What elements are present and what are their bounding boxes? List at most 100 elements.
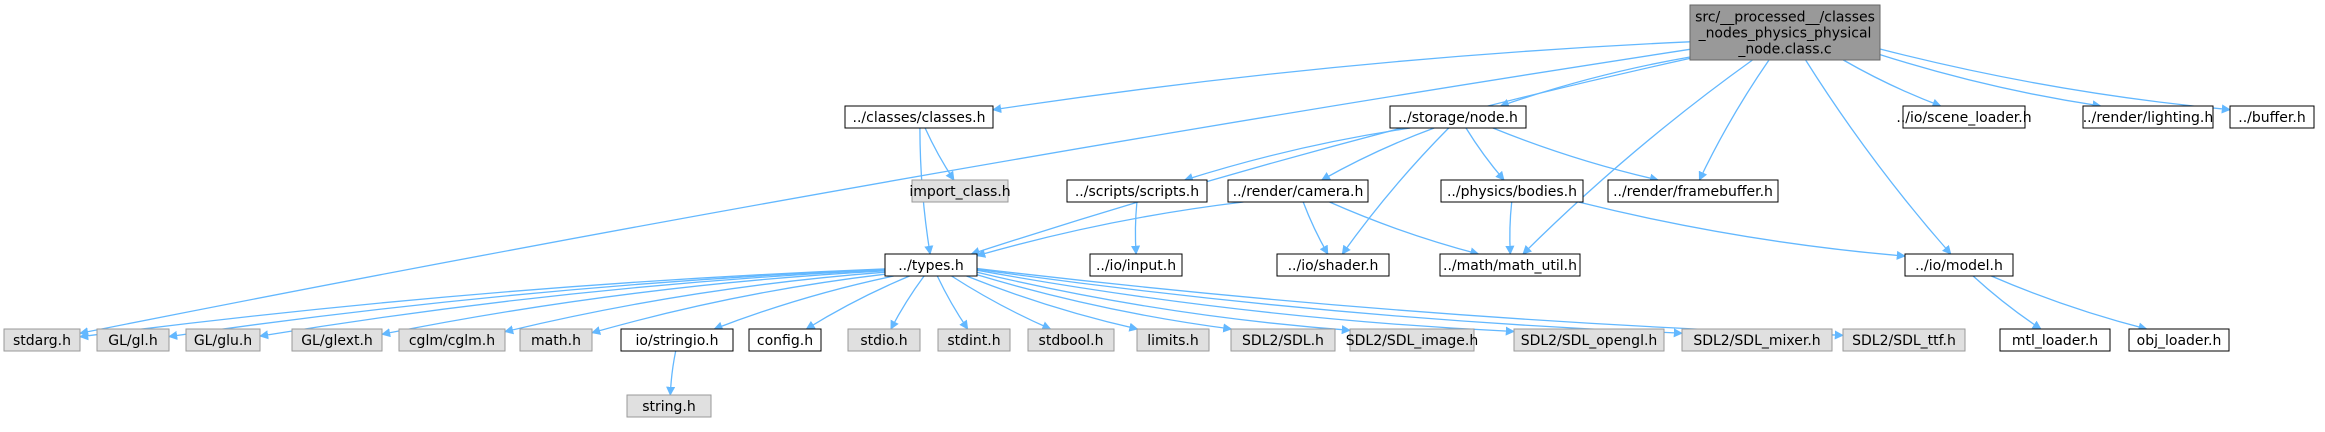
node-label: limits.h [1147, 333, 1198, 349]
header-node-sdl2-sdl-h[interactable]: SDL2/SDL.h [1230, 328, 1336, 352]
node-label: SDL2/SDL_opengl.h [1521, 333, 1658, 349]
include-edge-root-to-classes [992, 41, 1691, 114]
node-label: ../physics/bodies.h [1447, 184, 1577, 200]
node-box [1439, 253, 1581, 277]
include-edge-model-to-obj_loader [1991, 275, 2148, 332]
node-box [2229, 105, 2315, 129]
include-edge-types-to-stdbool [951, 275, 1052, 330]
include-edge-types-to-stdarg [79, 268, 886, 341]
node-label: io/stringio.h [636, 333, 719, 349]
node-box [1389, 105, 1527, 129]
header-node-classes-classes-h[interactable]: ../classes/classes.h [844, 105, 994, 129]
header-node-render-camera-h[interactable]: ../render/camera.h [1227, 179, 1369, 203]
node-label: SDL2/SDL_mixer.h [1693, 333, 1820, 349]
node-box [1842, 328, 1966, 352]
node-label: ../io/scene_loader.h [1896, 110, 2031, 126]
header-node-io-scene-loader-h[interactable]: ../io/scene_loader.h [1896, 105, 2032, 129]
include-edge-root-to-types [970, 57, 1691, 256]
header-node-render-lighting-h[interactable]: ../render/lighting.h [2082, 105, 2214, 129]
include-edge-types-to-limits [966, 275, 1139, 332]
header-node-gl-gl-h[interactable]: GL/gl.h [96, 328, 170, 352]
include-edge-root-to-node [1499, 56, 1691, 108]
header-node-io-stringio-h[interactable]: io/stringio.h [620, 328, 734, 352]
node-box [626, 394, 712, 418]
header-node-types-h[interactable]: ../types.h [884, 253, 978, 277]
node-label: config.h [757, 333, 813, 349]
header-node-stdio-h[interactable]: stdio.h [847, 328, 921, 352]
root-file-node[interactable]: src/__processed__/classes_nodes_physics_… [1689, 4, 1881, 61]
include-edge-types-to-config [805, 275, 910, 330]
include-edge-types-to-sdl_mixer [976, 268, 1683, 338]
header-node-obj-loader-h[interactable]: obj_loader.h [2128, 328, 2230, 352]
node-box [3, 328, 81, 352]
header-node-string-h[interactable]: string.h [626, 394, 712, 418]
node-label: stdio.h [860, 333, 907, 349]
header-node-physics-bodies-h[interactable]: ../physics/bodies.h [1440, 179, 1584, 203]
node-box [2128, 328, 2230, 352]
node-label: stdarg.h [13, 333, 71, 349]
header-node-scripts-scripts-h[interactable]: ../scripts/scripts.h [1066, 179, 1208, 203]
include-edge-types-to-cglm [504, 271, 886, 335]
node-label: ../scripts/scripts.h [1075, 184, 1199, 200]
node-label: string.h [642, 399, 696, 415]
header-node-gl-glu-h[interactable]: GL/glu.h [185, 328, 261, 352]
header-node-config-h[interactable]: config.h [748, 328, 822, 352]
header-node-gl-glext-h[interactable]: GL/glext.h [291, 328, 383, 352]
header-node-io-shader-h[interactable]: ../io/shader.h [1276, 253, 1390, 277]
node-box [1440, 179, 1584, 203]
header-node-stdarg-h[interactable]: stdarg.h [3, 328, 81, 352]
include-edge-camera-to-types [976, 201, 1244, 258]
node-box [1027, 328, 1115, 352]
include-edge-types-to-sdl [976, 274, 1233, 333]
header-node-sdl2-sdl-ttf-h[interactable]: SDL2/SDL_ttf.h [1842, 328, 1966, 352]
header-node-stdint-h[interactable]: stdint.h [937, 328, 1011, 352]
include-edge-root-to-lighting [1879, 53, 2102, 110]
node-box [185, 328, 261, 352]
header-node-mtl-loader-h[interactable]: mtl_loader.h [1999, 328, 2111, 352]
include-edge-bodies-to-math_util [1505, 201, 1515, 255]
include-edge-classes-to-import_class [924, 127, 955, 181]
node-box [1999, 328, 2111, 352]
node-label: math.h [531, 333, 581, 349]
node-label: import_class.h [909, 184, 1010, 200]
include-edge-types-to-glext [381, 270, 886, 338]
node-label: ../storage/node.h [1398, 110, 1518, 126]
node-label: SDL2/SDL_image.h [1346, 333, 1479, 349]
node-label: SDL2/SDL_ttf.h [1852, 333, 1956, 349]
node-label: stdbool.h [1039, 333, 1104, 349]
header-node-sdl2-sdl-image-h[interactable]: SDL2/SDL_image.h [1346, 328, 1479, 352]
header-node-render-framebuffer-h[interactable]: ../render/framebuffer.h [1607, 179, 1779, 203]
header-node-limits-h[interactable]: limits.h [1136, 328, 1210, 352]
include-edge-bodies-to-model [1578, 201, 1906, 260]
node-box [937, 328, 1011, 352]
header-node-storage-node-h[interactable]: ../storage/node.h [1389, 105, 1527, 129]
node-box [1902, 105, 2026, 129]
include-edge-types-to-stringio [713, 275, 894, 331]
header-node-sdl2-sdl-mixer-h[interactable]: SDL2/SDL_mixer.h [1681, 328, 1833, 352]
node-label: SDL2/SDL.h [1242, 333, 1324, 349]
header-node-buffer-h[interactable]: ../buffer.h [2229, 105, 2315, 129]
include-edge-scripts-to-input [1131, 201, 1141, 255]
header-node-cglm-cglm-h[interactable]: cglm/cglm.h [398, 328, 506, 352]
node-box [1136, 328, 1210, 352]
header-node-io-input-h[interactable]: ../io/input.h [1089, 253, 1183, 277]
include-edge-model-to-mtl_loader [1972, 275, 2042, 330]
header-node-import-class-h[interactable]: import_class.h [909, 179, 1011, 203]
include-edge-node-to-shader [1341, 127, 1450, 255]
header-node-sdl2-sdl-opengl-h[interactable]: SDL2/SDL_opengl.h [1513, 328, 1665, 352]
node-box [847, 328, 921, 352]
node-label: ../render/lighting.h [2083, 110, 2214, 126]
header-node-io-model-h[interactable]: ../io/model.h [1904, 253, 2014, 277]
include-edge-camera-to-math_util [1329, 201, 1480, 257]
node-box [1349, 328, 1475, 352]
node-box [2082, 105, 2214, 129]
header-node-math-math-util-h[interactable]: ../math/math_util.h [1439, 253, 1581, 277]
node-box [1681, 328, 1833, 352]
node-label: ../math/math_util.h [1443, 258, 1577, 274]
include-edge-camera-to-shader [1302, 201, 1329, 255]
node-label: mtl_loader.h [2012, 333, 2098, 349]
node-label: ../render/camera.h [1233, 184, 1364, 200]
header-node-stdbool-h[interactable]: stdbool.h [1027, 328, 1115, 352]
header-node-math-h[interactable]: math.h [519, 328, 593, 352]
